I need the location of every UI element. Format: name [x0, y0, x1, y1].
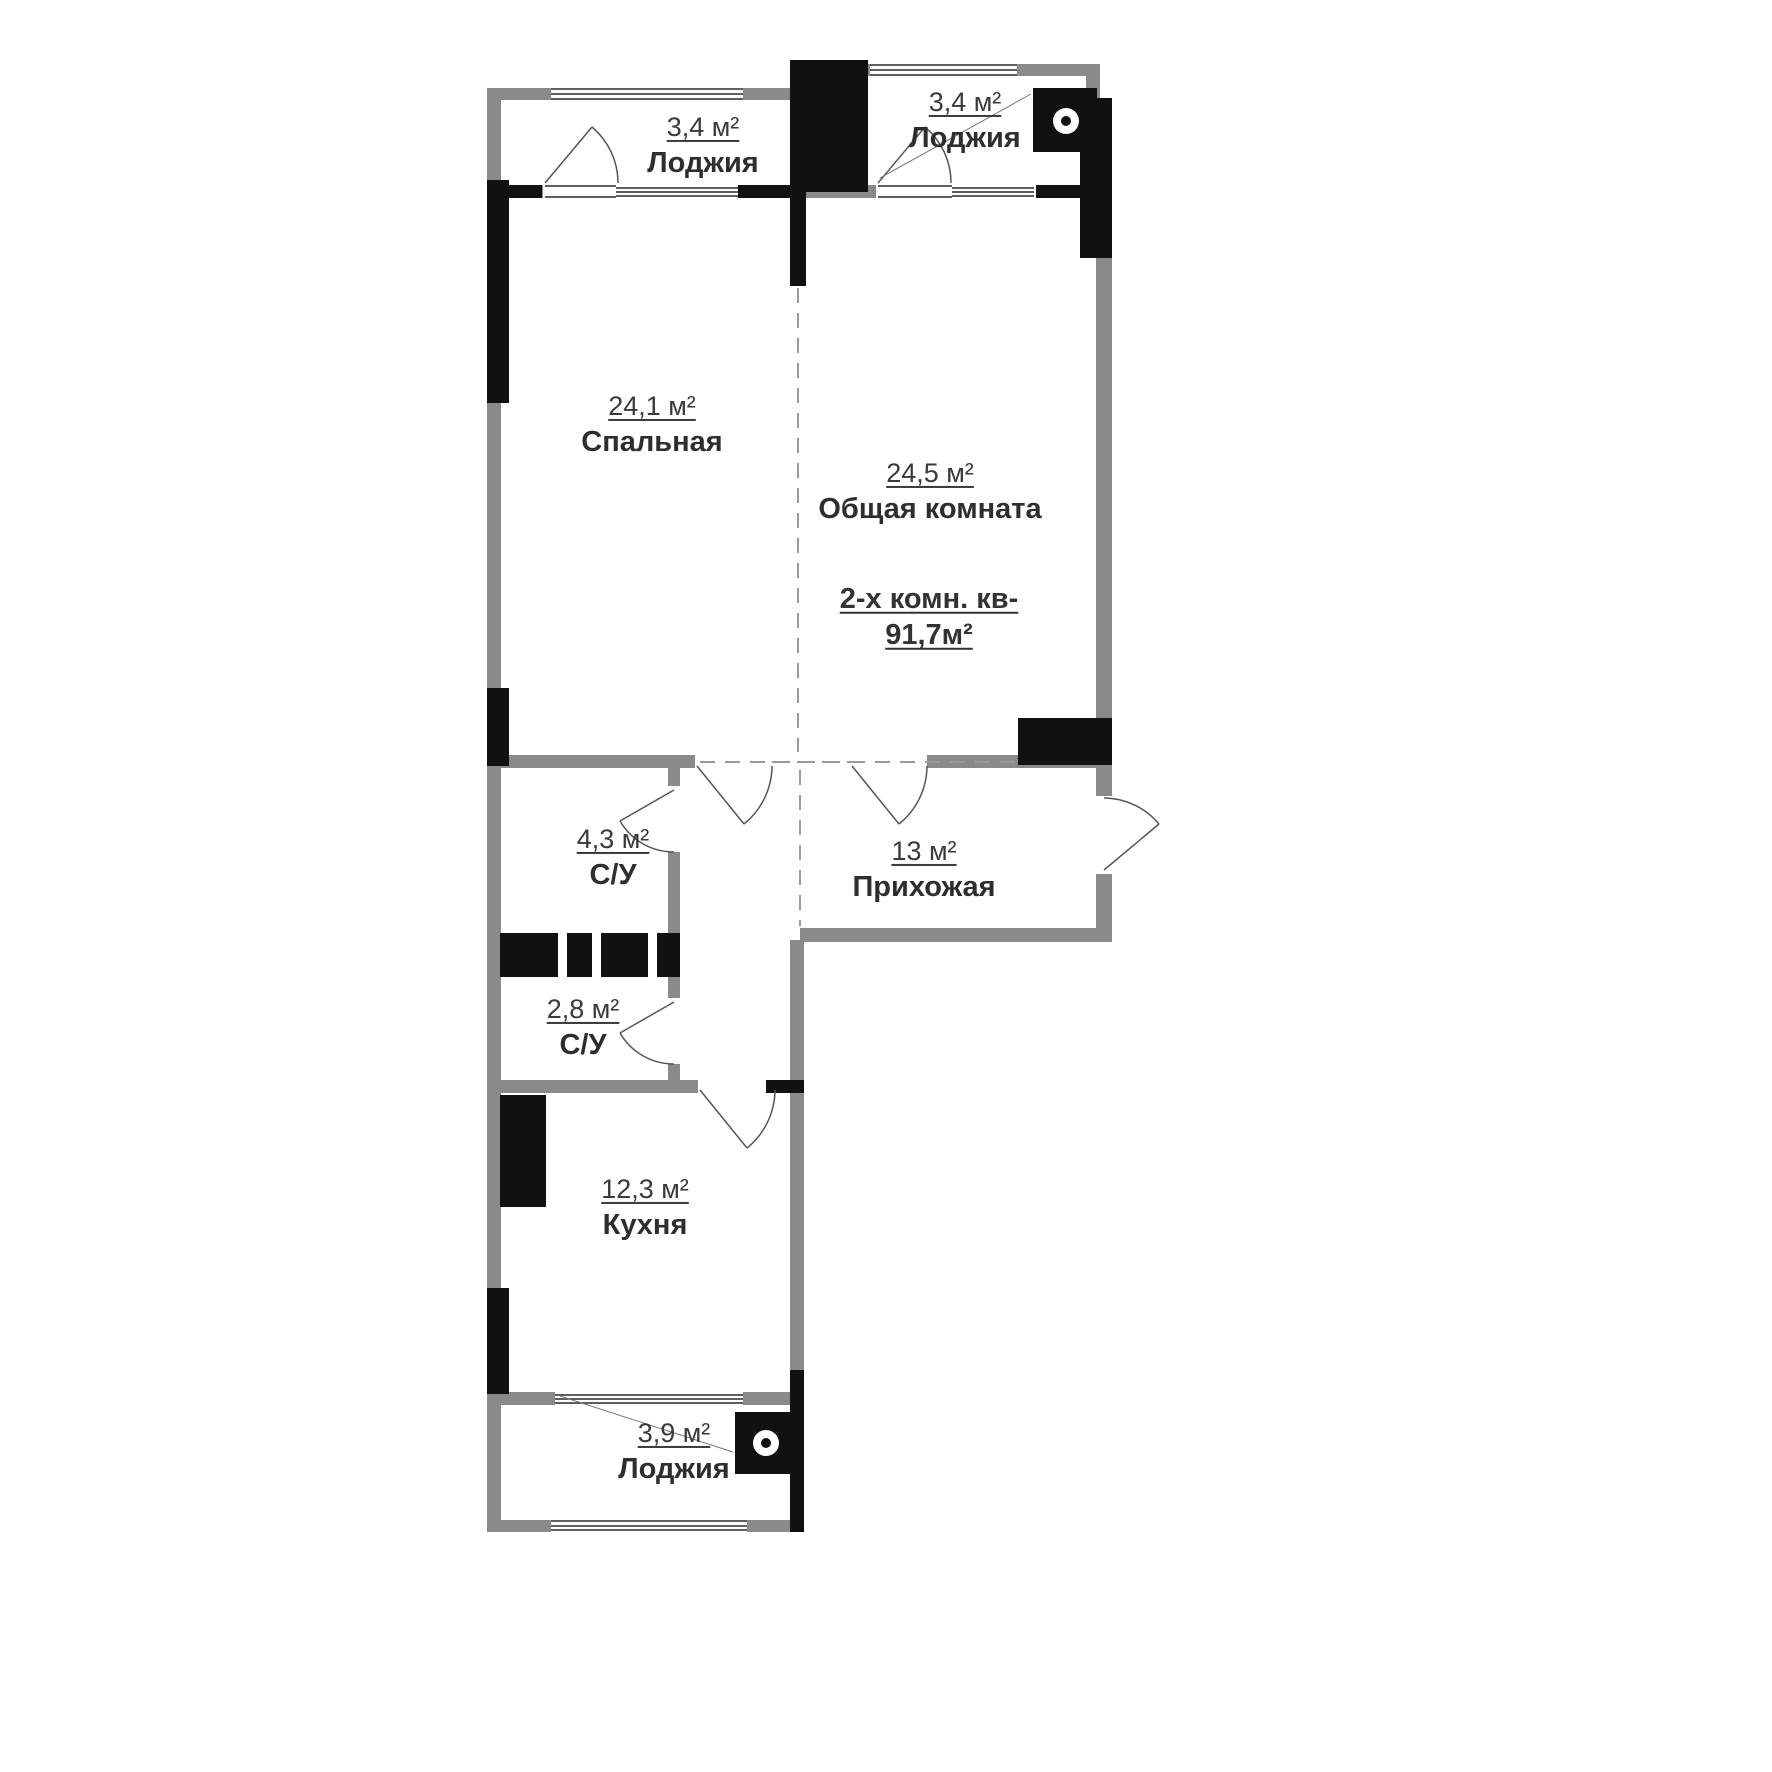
- apartment-total-area: 91,7м²: [885, 619, 973, 651]
- hallway-name: Прихожая: [852, 870, 996, 903]
- bedroom-name: Спальная: [581, 425, 723, 458]
- room-label-hallway: 13 м² Прихожая: [852, 836, 995, 904]
- hallway-area: 13 м²: [891, 835, 957, 866]
- loggia-top-left-name: Лоджия: [647, 146, 759, 179]
- loggia-top-right-area: 3,4 м²: [928, 86, 1002, 117]
- loggia-top-left-area: 3,4 м²: [666, 111, 740, 142]
- room-label-bathroom-1: 4,3 м² С/У: [577, 824, 650, 892]
- bathroom-2-area: 2,8 м²: [546, 993, 620, 1024]
- room-label-kitchen: 12,3 м² Кухня: [601, 1174, 689, 1242]
- room-label-living-room: 24,5 м² Общая комната: [818, 458, 1041, 526]
- loggia-top-right-name: Лоджия: [909, 121, 1021, 154]
- bearing-walls: [487, 60, 1112, 1532]
- bathroom-1-name: С/У: [589, 858, 637, 891]
- room-label-bedroom: 24,1 м² Спальная: [581, 391, 722, 459]
- bathroom-1-area: 4,3 м²: [576, 823, 650, 854]
- kitchen-name: Кухня: [602, 1208, 688, 1241]
- construction-diagonals: [559, 93, 1032, 1453]
- shaft-circle-dots: [761, 116, 1071, 1448]
- room-label-loggia-top-left: 3,4 м² Лоджия: [647, 112, 758, 180]
- windows: [545, 60, 1034, 1534]
- loggia-bottom-name: Лоджия: [618, 1452, 730, 1485]
- vent-block-stripes: [558, 933, 657, 977]
- room-label-loggia-top-right: 3,4 м² Лоджия: [909, 87, 1020, 155]
- bathroom-2-name: С/У: [559, 1028, 607, 1061]
- loggia-bottom-area: 3,9 м²: [637, 1417, 711, 1448]
- kitchen-area: 12,3 м²: [601, 1173, 689, 1204]
- dashed-partition-lines: [700, 288, 1018, 926]
- room-label-bathroom-2: 2,8 м² С/У: [547, 994, 620, 1062]
- apartment-type: 2-х комн. кв-: [839, 582, 1019, 615]
- door-swings: [544, 126, 1160, 1149]
- room-label-loggia-bottom: 3,9 м² Лоджия: [618, 1418, 729, 1486]
- bedroom-area: 24,1 м²: [608, 390, 696, 421]
- living-room-name: Общая комната: [818, 492, 1042, 525]
- living-room-area: 24,5 м²: [886, 457, 974, 488]
- apartment-title: 2-х комн. кв- 91,7м²: [840, 581, 1019, 654]
